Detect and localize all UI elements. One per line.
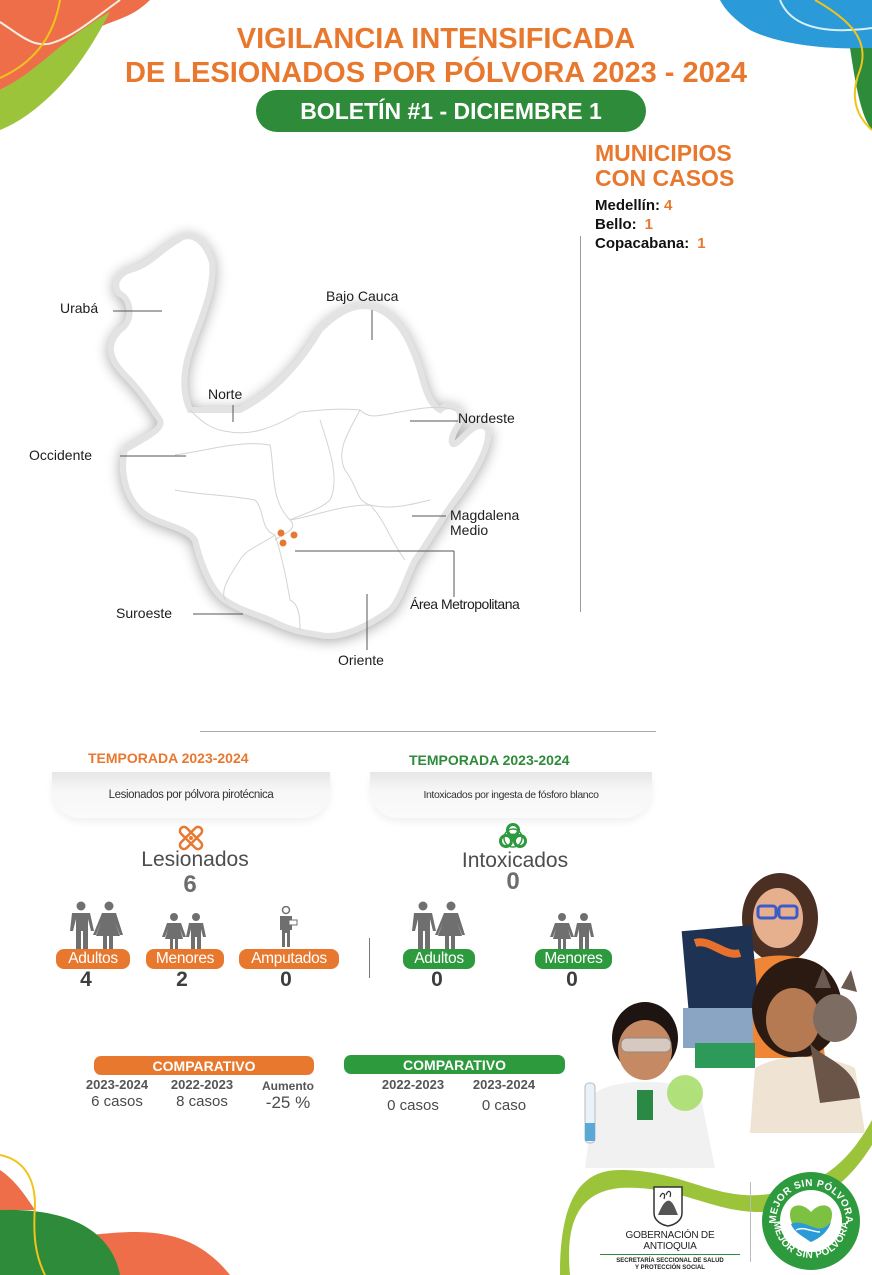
map-label-oriente: Oriente: [338, 652, 384, 668]
tag-amputados: Amputados: [239, 949, 339, 969]
logo-divider: [750, 1182, 751, 1262]
lesionados-total: 6: [183, 871, 197, 898]
gobernacion-logo: GOBERNACIÓN DE ANTIOQUIA SECRETARÍA SECC…: [600, 1228, 740, 1272]
intoxicados-season-title: TEMPORADA 2023-2024: [409, 752, 570, 768]
map-label-nordeste: Nordeste: [458, 410, 515, 426]
map-label-bajo-cauca: Bajo Cauca: [326, 288, 399, 304]
map-label-norte: Norte: [208, 386, 243, 402]
comparativo-lesionados-pill: COMPARATIVO: [94, 1056, 314, 1075]
count-menores-intox: 0: [566, 968, 578, 991]
municipality-item: Medellín:4: [595, 197, 673, 214]
municipalities-title: MUNICIPIOS CON CASOS: [595, 140, 735, 191]
children-photo: [584, 873, 865, 1168]
map-label-area-metropolitana: Área Metropolitana: [410, 596, 520, 612]
municipality-item: Copacabana:1: [595, 235, 706, 252]
lesionados-subtitle: Lesionados por pólvora pirotécnica: [52, 772, 330, 818]
count-amputados: 0: [280, 968, 292, 991]
bulletin-badge: BOLETÍN #1 - DICIEMBRE 1: [256, 90, 646, 132]
comparativo-column: 2023-2024 6 casos: [85, 1077, 149, 1110]
intoxicados-heading: Intoxicados: [461, 849, 569, 872]
lesionados-season-title: TEMPORADA 2023-2024: [88, 750, 249, 766]
adults-icon: [70, 901, 123, 949]
section-divider: [200, 731, 656, 732]
map-shape: [108, 233, 492, 650]
count-menores: 2: [176, 968, 188, 991]
children-icon: [550, 913, 594, 949]
mejor-sin-polvora-badge: MEJOR SIN PÓLVORA MEJOR SIN PÓLVORA: [762, 1172, 860, 1270]
map-label-magdalena-medio: Magdalena Medio: [450, 507, 520, 538]
decor-bottom-left: [0, 1154, 230, 1275]
tag-adultos-intox: Adultos: [403, 949, 475, 969]
lesionados-heading: Lesionados: [141, 848, 249, 871]
title-line-2: DE LESIONADOS POR PÓLVORA 2023 - 2024: [124, 57, 748, 89]
comparativo-column: 2022-2023 0 casos: [381, 1077, 445, 1114]
comparativo-column: 2022-2023 8 casos: [170, 1077, 234, 1110]
tag-menores-intox: Menores: [535, 949, 612, 969]
comparativo-column: 2023-2024 0 caso: [472, 1077, 536, 1114]
svg-text:MEJOR SIN PÓLVORA: MEJOR SIN PÓLVORA: [771, 1220, 851, 1261]
svg-text:MEJOR SIN PÓLVORA: MEJOR SIN PÓLVORA: [768, 1178, 854, 1224]
antioquia-map: Urabá Bajo Cauca Norte Nordeste Occident…: [29, 233, 520, 668]
amputee-icon: [280, 906, 298, 947]
intoxicados-total: 0: [506, 868, 520, 895]
tag-menores: Menores: [146, 949, 224, 969]
divider-vertical: [580, 236, 581, 612]
intoxicados-subtitle: Intoxicados por ingesta de fósforo blanc…: [370, 772, 652, 818]
comparativo-column: Aumento -25 %: [262, 1079, 314, 1112]
title-line-1: VIGILANCIA INTENSIFICADA: [236, 23, 636, 55]
page-title: VIGILANCIA INTENSIFICADA DE LESIONADOS P…: [0, 22, 872, 90]
biohazard-icon: [499, 823, 527, 848]
map-label-suroeste: Suroeste: [116, 605, 173, 621]
municipalities-list: Medellín:4 Bello:1 Copacabana:1: [595, 196, 706, 253]
municipality-item: Bello:1: [595, 216, 654, 233]
tag-adultos: Adultos: [56, 949, 130, 969]
divider-vertical-stats: [369, 938, 370, 978]
adults-icon: [412, 901, 465, 949]
coat-of-arms-icon: [653, 1186, 683, 1227]
case-markers: [277, 529, 298, 547]
map-label-occidente: Occidente: [29, 447, 93, 463]
count-adultos: 4: [80, 968, 92, 991]
comparativo-intoxicados-pill: COMPARATIVO: [344, 1055, 565, 1074]
map-label-uraba: Urabá: [60, 300, 99, 316]
children-icon: [162, 913, 206, 949]
count-adultos-intox: 0: [431, 968, 443, 991]
